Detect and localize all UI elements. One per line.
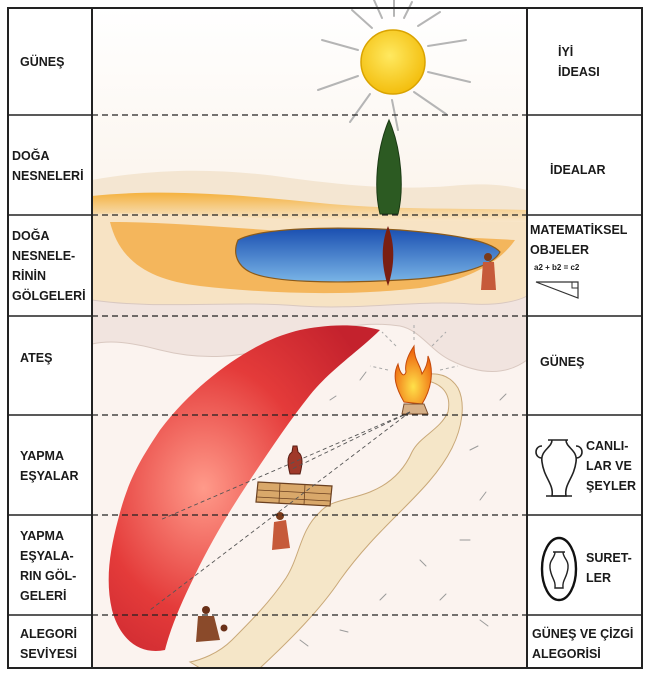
right-label-line: LAR VE: [586, 456, 636, 476]
math-formula: a2 + b2 = c2: [534, 262, 579, 274]
left-label-line: ATEŞ: [20, 348, 52, 368]
left-label-fire: ATEŞ: [20, 348, 52, 368]
right-label-line: LER: [586, 568, 632, 588]
left-label-line: GÜNEŞ: [20, 52, 64, 72]
left-label-line: GÖLGELERİ: [12, 286, 86, 306]
right-label-ideas: İDEALAR: [550, 160, 606, 180]
left-label-line: GELERİ: [20, 586, 76, 606]
right-label-line: ŞEYLER: [586, 476, 636, 496]
left-label-line: NESNELERİ: [12, 166, 84, 186]
right-label-sun-line-allegory: GÜNEŞ VE ÇİZGİ ALEGORİSİ: [532, 624, 633, 664]
right-label-line: GÜNEŞ VE ÇİZGİ: [532, 624, 633, 644]
left-label-line: RİNİN: [12, 266, 86, 286]
sun-icon: [361, 30, 425, 94]
vase-shadow-icon: [542, 538, 576, 600]
left-label-artifacts: YAPMA EŞYALAR: [20, 446, 79, 486]
left-label-line: DOĞA: [12, 226, 86, 246]
left-label-artifact-shadows: YAPMA EŞYALA- RIN GÖL- GELERİ: [20, 526, 76, 606]
vase-icon: [536, 440, 582, 496]
left-label-line: ALEGORİ: [20, 624, 77, 644]
left-label-line: YAPMA: [20, 526, 76, 546]
formula-text: a2 + b2 = c2: [534, 262, 579, 274]
right-label-line: CANLI-: [586, 436, 636, 456]
right-label-line: İYİ: [558, 42, 600, 62]
left-label-line: DOĞA: [12, 146, 84, 166]
right-label-sun: GÜNEŞ: [540, 352, 584, 372]
left-label-line: YAPMA: [20, 446, 79, 466]
left-label-line: NESNELE-: [12, 246, 86, 266]
left-label-nature-shadows: DOĞA NESNELE- RİNİN GÖLGELERİ: [12, 226, 86, 306]
right-label-idea-of-good: İYİ İDEASI: [558, 42, 600, 82]
left-label-line: RIN GÖL-: [20, 566, 76, 586]
left-label-line: EŞYALAR: [20, 466, 79, 486]
right-label-living-things: CANLI- LAR VE ŞEYLER: [586, 436, 636, 496]
left-label-line: EŞYALA-: [20, 546, 76, 566]
right-label-line: ALEGORİSİ: [532, 644, 633, 664]
left-label-allegory-level: ALEGORİ SEVİYESİ: [20, 624, 77, 664]
right-label-line: SURET-: [586, 548, 632, 568]
left-label-nature-objects: DOĞA NESNELERİ: [12, 146, 84, 186]
right-label-line: OBJELER: [530, 240, 627, 260]
triangle-icon: [536, 282, 578, 298]
low-wall: [256, 482, 332, 506]
right-label-math-objects: MATEMATİKSEL OBJELER: [530, 220, 627, 260]
right-label-images: SURET- LER: [586, 548, 632, 588]
right-label-line: İDEALAR: [550, 160, 606, 180]
right-label-line: İDEASI: [558, 62, 600, 82]
left-label-line: SEVİYESİ: [20, 644, 77, 664]
left-label-sun: GÜNEŞ: [20, 52, 64, 72]
right-label-line: GÜNEŞ: [540, 352, 584, 372]
right-label-line: MATEMATİKSEL: [530, 220, 627, 240]
